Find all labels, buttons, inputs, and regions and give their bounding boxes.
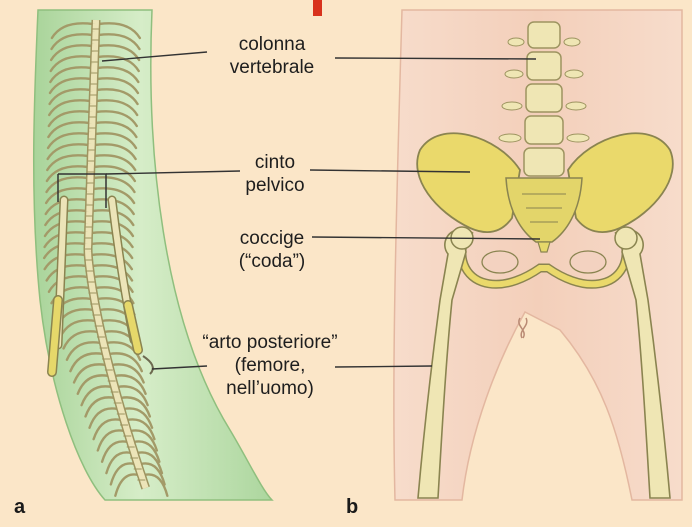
label-arto-line2: (femore, (150, 354, 390, 377)
label-coccige-line2: (“coda”) (152, 250, 392, 273)
label-cinto-line2: pelvico (155, 174, 395, 197)
label-arto-line3: nell’uomo) (150, 377, 390, 400)
label-cinto-pelvico: cinto pelvico (155, 151, 395, 197)
label-colonna-line2: vertebrale (152, 56, 392, 79)
label-colonna-line1: colonna (152, 33, 392, 56)
obturator-right (570, 251, 606, 273)
label-colonna-vertebrale: colonna vertebrale (152, 33, 392, 79)
label-cinto-line1: cinto (155, 151, 395, 174)
red-accent-mark (313, 0, 322, 16)
label-coccige-line1: coccige (152, 227, 392, 250)
panel-letter-a: a (14, 496, 25, 519)
label-arto-line1: “arto posteriore” (150, 331, 390, 354)
femur-head-right (615, 227, 637, 249)
label-arto-posteriore: “arto posteriore” (femore, nell’uomo) (150, 331, 390, 400)
obturator-left (482, 251, 518, 273)
label-coccige: coccige (“coda”) (152, 227, 392, 273)
panel-letter-b: b (346, 496, 358, 519)
